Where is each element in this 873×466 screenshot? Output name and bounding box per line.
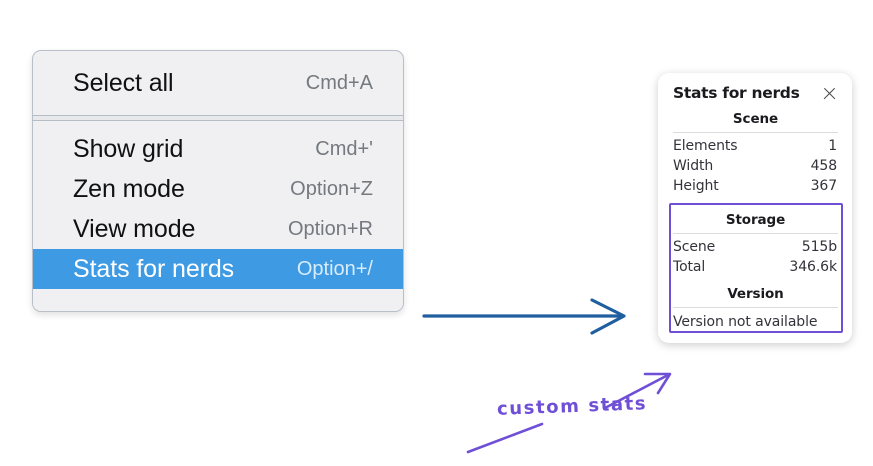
menu-item-shortcut: Cmd+' — [315, 138, 373, 160]
stat-key: Height — [673, 178, 719, 194]
stat-value: 367 — [810, 178, 838, 194]
menu-item-view-mode[interactable]: View mode Option+R — [33, 209, 403, 249]
stat-row-total-storage: Total 346.6k — [669, 257, 842, 277]
menu-item-zen-mode[interactable]: Zen mode Option+Z — [33, 169, 403, 209]
annotated-custom-stats-region: Storage Scene 515b Total 346.6k Version … — [668, 203, 843, 333]
stat-value: 1 — [828, 138, 837, 154]
blue-arrow-icon — [422, 298, 626, 335]
stat-key: Scene — [673, 239, 716, 255]
menu-item-label: Zen mode — [73, 174, 185, 203]
menu-item-select-all[interactable]: Select all Cmd+A — [33, 63, 403, 103]
purple-underline-stroke — [466, 422, 544, 454]
stat-key: Elements — [673, 138, 738, 154]
stats-for-nerds-panel: Stats for nerds Scene Elements 1 Width 4… — [658, 73, 852, 343]
section-title-version: Version — [727, 286, 784, 302]
section-title-scene: Scene — [732, 111, 779, 127]
stats-panel-header: Stats for nerds — [669, 84, 842, 102]
menu-item-label: View mode — [73, 214, 196, 243]
version-value: Version not available — [673, 314, 818, 330]
menu-item-label: Stats for nerds — [73, 254, 235, 283]
purple-arrow-icon — [603, 372, 672, 410]
stat-row-height: Height 367 — [669, 176, 842, 196]
stat-row-width: Width 458 — [669, 156, 842, 176]
stats-panel-title: Stats for nerds — [673, 84, 800, 102]
stat-key: Width — [673, 158, 714, 174]
menu-item-stats-for-nerds[interactable]: Stats for nerds Option+/ — [33, 249, 403, 289]
menu-item-shortcut: Cmd+A — [305, 72, 373, 94]
menu-item-label: Select all — [73, 68, 174, 97]
menu-item-shortcut: Option+Z — [290, 178, 373, 200]
stats-section-scene: Scene Elements 1 Width 458 Height 367 — [669, 102, 842, 196]
stat-value: 458 — [810, 158, 838, 174]
handwritten-annotation-label: custom stats — [496, 393, 648, 420]
menu-item-show-grid[interactable]: Show grid Cmd+' — [33, 129, 403, 169]
stat-value: 346.6k — [789, 259, 837, 275]
menu-group-1: Select all Cmd+A — [33, 51, 403, 115]
menu-bottom-padding — [33, 289, 403, 311]
close-icon[interactable] — [821, 85, 838, 102]
section-divider — [673, 233, 838, 234]
section-title-storage: Storage — [725, 212, 786, 228]
menu-item-shortcut: Option+/ — [296, 258, 373, 280]
stat-value: 515b — [801, 239, 837, 255]
section-divider — [673, 132, 838, 133]
stat-row-scene-storage: Scene 515b — [669, 237, 842, 257]
menu-separator — [33, 115, 403, 121]
menu-group-2: Show grid Cmd+' Zen mode Option+Z View m… — [33, 121, 403, 289]
section-divider — [673, 307, 838, 308]
stat-key: Total — [673, 259, 706, 275]
menu-item-label: Show grid — [73, 134, 184, 163]
stats-section-storage: Storage Scene 515b Total 346.6k — [669, 203, 842, 277]
stat-row-elements: Elements 1 — [669, 136, 842, 156]
context-menu: Select all Cmd+A Show grid Cmd+' Zen mod… — [32, 50, 404, 312]
stats-section-version: Version Version not available — [669, 277, 842, 331]
menu-item-shortcut: Option+R — [287, 218, 373, 240]
